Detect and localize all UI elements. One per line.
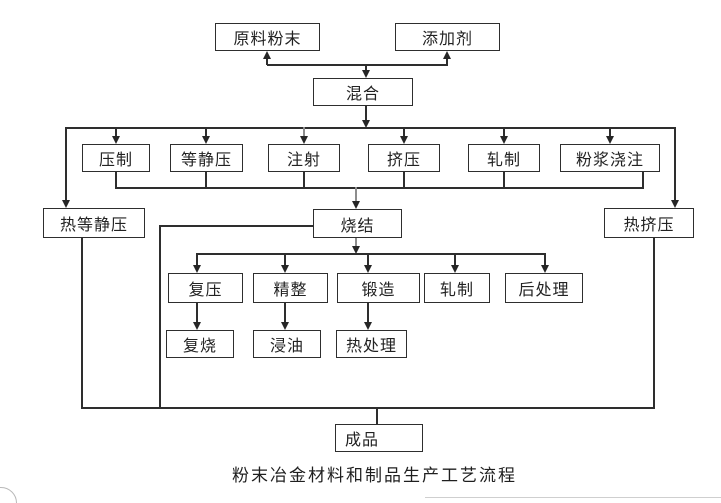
arrow-into-additive: [443, 51, 451, 59]
edge-mixing-out: [365, 106, 367, 121]
arrow-into-oil-impregnation: [281, 322, 289, 330]
corner-arc-artifact: [0, 487, 17, 503]
edge-to-isostatic-pressing: [205, 127, 207, 137]
arrow-into-hot-extrusion: [671, 200, 679, 208]
edge-rolling-out: [503, 172, 505, 188]
arrow-into-post-treatment: [541, 265, 549, 273]
edge-bottom-collect-horizontal: [81, 407, 655, 409]
arrow-mixing-to-distribution: [362, 120, 370, 128]
node-forging: 锻造: [337, 273, 420, 303]
edge-forging-to-heat-treatment: [367, 303, 369, 323]
node-sintering: 烧结: [313, 209, 402, 238]
node-finished-product: 成品: [335, 424, 423, 452]
arrow-into-heat-treatment: [364, 322, 372, 330]
edge-sintering-out: [355, 238, 357, 247]
node-hot-extrusion: 热挤压: [604, 208, 694, 238]
diagram-caption: 粉末冶金材料和制品生产工艺流程: [232, 466, 517, 485]
edge-into-mixing: [365, 64, 367, 72]
edge-hot-isostatic-out: [81, 238, 83, 409]
node-raw-powder: 原料粉末: [215, 23, 320, 51]
arrow-sintering-to-post-line: [352, 246, 360, 254]
node-rolling: 轧制: [468, 144, 540, 172]
edge-collect-horizontal: [115, 187, 644, 189]
edge-additive-stub: [446, 57, 448, 65]
edge-to-pressing: [115, 127, 117, 137]
arrow-into-mixing: [362, 70, 370, 78]
node-isostatic-pressing: 等静压: [170, 144, 243, 172]
edge-left-branch-down: [65, 127, 67, 201]
edge-sintering-bypass-horizontal: [160, 225, 313, 227]
node-repressing: 复压: [168, 273, 243, 303]
edge-pressing-out: [115, 172, 117, 188]
arrow-into-slurry-casting: [606, 136, 614, 144]
edge-to-post-treatment: [544, 253, 546, 266]
arrow-into-pressing: [112, 136, 120, 144]
arrow-into-raw-powder: [263, 51, 271, 59]
edge-raw-powder-stub: [266, 57, 268, 65]
arrow-into-sintering: [352, 201, 360, 209]
edge-to-rolling: [503, 127, 505, 137]
edge-to-forging: [367, 253, 369, 266]
edge-injection-out: [303, 172, 305, 188]
edge-merge-horizontal: [267, 64, 448, 66]
node-oil-impregnation: 浸油: [253, 330, 321, 358]
node-injection: 注射: [268, 144, 340, 172]
arrow-into-hot-isostatic-pressing: [62, 200, 70, 208]
arrow-into-extrusion: [400, 136, 408, 144]
edge-to-sizing: [284, 253, 286, 266]
edge-hot-extrusion-out: [653, 238, 655, 409]
edge-to-extrusion: [403, 127, 405, 137]
arrow-into-forging: [364, 265, 372, 273]
edge-to-repressing: [196, 253, 198, 266]
node-rolling-2: 轧制: [424, 273, 490, 303]
arrow-into-isostatic-pressing: [202, 136, 210, 144]
arrow-into-resintering: [193, 322, 201, 330]
edge-sintering-bypass-vertical: [159, 225, 161, 409]
node-slurry-casting: 粉浆浇注: [560, 144, 660, 172]
node-heat-treatment: 热处理: [336, 330, 407, 358]
arrow-into-rolling-2: [451, 265, 459, 273]
edge-into-finished-product: [376, 407, 378, 424]
edge-into-sintering: [355, 187, 357, 202]
node-post-treatment: 后处理: [505, 273, 583, 303]
edge-to-slurry-casting: [609, 127, 611, 137]
edge-to-rolling-2: [454, 253, 456, 266]
node-extrusion: 挤压: [368, 144, 440, 172]
edge-extrusion-out: [403, 172, 405, 188]
edge-post-distribution-horizontal: [197, 253, 546, 255]
arrow-into-rolling: [500, 136, 508, 144]
node-sizing: 精整: [253, 273, 328, 303]
node-resintering: 复烧: [166, 330, 234, 358]
edge-right-branch-down: [674, 127, 676, 201]
node-additive: 添加剂: [395, 23, 500, 51]
arrow-into-sizing: [281, 265, 289, 273]
node-mixing: 混合: [313, 78, 413, 106]
edge-sizing-to-oil-impregnation: [284, 303, 286, 323]
node-hot-isostatic-pressing: 热等静压: [43, 208, 145, 238]
node-pressing: 压制: [82, 144, 150, 172]
edge-slurry-casting-out: [642, 172, 644, 188]
bottom-scanline-artifact: [425, 497, 721, 498]
arrow-into-injection: [300, 136, 308, 144]
edge-to-injection: [303, 127, 305, 137]
arrow-into-repressing: [193, 265, 201, 273]
edge-distribution-horizontal: [66, 127, 676, 129]
edge-isostatic-out: [205, 172, 207, 188]
edge-repressing-to-resintering: [196, 303, 198, 323]
